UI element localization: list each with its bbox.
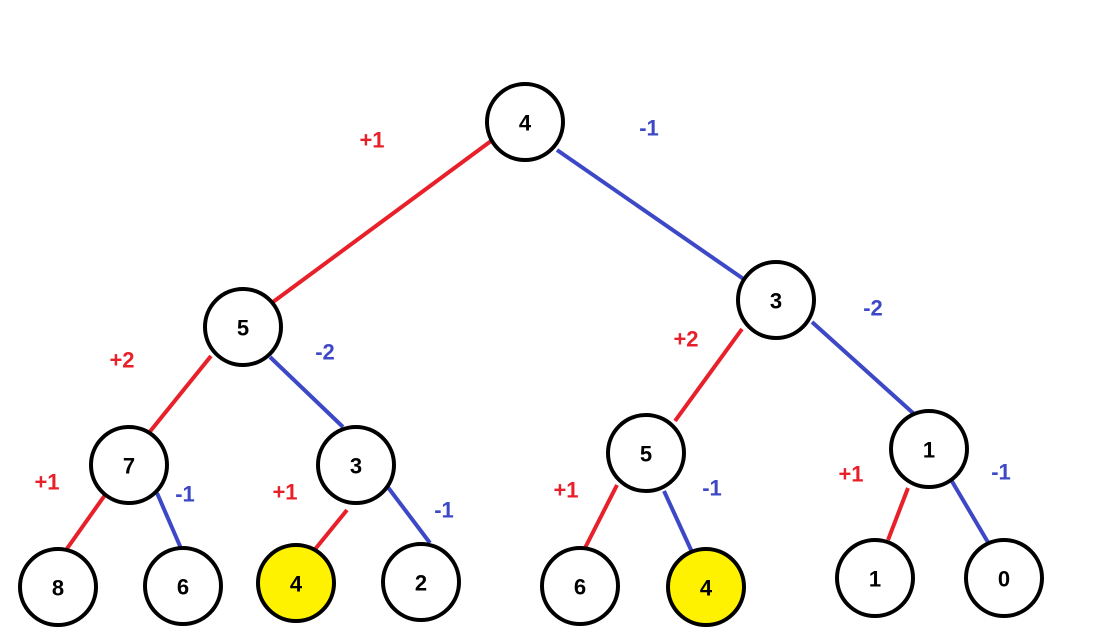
- edge-r-rl: [673, 327, 744, 423]
- node-value: 2: [415, 571, 427, 596]
- edge-label-root-r: -1: [639, 116, 659, 141]
- node-value: 3: [770, 289, 782, 314]
- edge-l-lr: [268, 355, 345, 429]
- edge-lr-lrl: [310, 508, 349, 555]
- edge-label-rr-rrr: -1: [991, 460, 1011, 485]
- edge-label-ll-llr: -1: [175, 482, 195, 507]
- edge-label-lr-lrr: -1: [434, 498, 454, 523]
- node-value: 6: [177, 575, 189, 600]
- node-value: 4: [519, 111, 532, 136]
- node-value: 0: [998, 567, 1010, 592]
- tree-node-r: 3: [736, 260, 816, 340]
- edge-label-rl-rlr: -1: [702, 476, 722, 501]
- tree-node-rrr: 0: [964, 538, 1044, 618]
- node-circle: [606, 413, 686, 493]
- node-value: 3: [350, 454, 362, 479]
- node-circle: [540, 546, 620, 626]
- tree-node-lll: 8: [18, 547, 98, 627]
- node-circle: [203, 287, 283, 367]
- node-circle: [381, 542, 461, 622]
- node-circle: [316, 425, 396, 505]
- node-circle: [485, 82, 565, 162]
- edge-rl-rlr: [662, 490, 694, 553]
- edge-label-r-rr: -2: [863, 296, 883, 321]
- tree-node-rr: 1: [889, 409, 969, 489]
- tree-node-lr: 3: [316, 425, 396, 505]
- edge-label-rl-rll: +1: [553, 478, 578, 503]
- node-value: 4: [290, 572, 303, 597]
- node-value: 4: [700, 576, 713, 601]
- tree-node-ll: 7: [89, 425, 169, 505]
- edge-labels-layer: +1 -1 +2 -2 +2 -2 +1 -1 +1 -1 +1 -1 +1 -1: [34, 116, 1010, 523]
- edge-label-r-rl: +2: [673, 327, 698, 352]
- edge-label-ll-lll: +1: [34, 470, 59, 495]
- node-value: 8: [52, 576, 64, 601]
- edge-root-l: [271, 139, 493, 304]
- node-circle: [89, 425, 169, 505]
- nodes-layer: 4 5 3 7 3 5 1 8 6 4 2 6 4 1 0: [18, 82, 1044, 627]
- edge-label-l-ll: +2: [109, 348, 134, 373]
- edge-ll-llr: [155, 492, 185, 554]
- node-circle: [736, 260, 816, 340]
- highlighted-node-circle: [256, 543, 336, 623]
- edge-r-rr: [810, 320, 915, 415]
- node-value: 5: [237, 316, 249, 341]
- edge-root-r: [555, 148, 747, 282]
- node-value: 6: [574, 575, 586, 600]
- node-circle: [143, 546, 223, 626]
- tree-node-lrr: 2: [381, 542, 461, 622]
- tree-node-l: 5: [203, 287, 283, 367]
- edge-label-l-lr: -2: [315, 340, 335, 365]
- tree-node-lrl: 4: [256, 543, 336, 623]
- edge-label-root-l: +1: [359, 128, 384, 153]
- node-value: 5: [640, 442, 652, 467]
- edge-ll-lll: [64, 493, 107, 552]
- tree-node-rlr: 4: [666, 547, 746, 627]
- node-value: 1: [923, 438, 935, 463]
- edge-l-ll: [146, 354, 213, 436]
- tree-node-rl: 5: [606, 413, 686, 493]
- edges-layer: [64, 139, 991, 555]
- tree-node-rll: 6: [540, 546, 620, 626]
- tree-node-rrl: 1: [835, 538, 915, 618]
- node-value: 7: [123, 454, 135, 479]
- edge-rr-rrl: [886, 487, 910, 541]
- node-circle: [18, 547, 98, 627]
- edge-lr-lrr: [385, 484, 432, 545]
- tree-node-llr: 6: [143, 546, 223, 626]
- node-circle: [889, 409, 969, 489]
- edge-label-lr-lrl: +1: [272, 480, 297, 505]
- highlighted-node-circle: [666, 547, 746, 627]
- tree-node-root: 4: [485, 82, 565, 162]
- edge-rr-rrr: [948, 476, 991, 546]
- node-circle: [835, 538, 915, 618]
- node-circle: [964, 538, 1044, 618]
- edge-rl-rll: [583, 484, 619, 549]
- node-value: 1: [869, 567, 881, 592]
- edge-label-rr-rrl: +1: [838, 462, 863, 487]
